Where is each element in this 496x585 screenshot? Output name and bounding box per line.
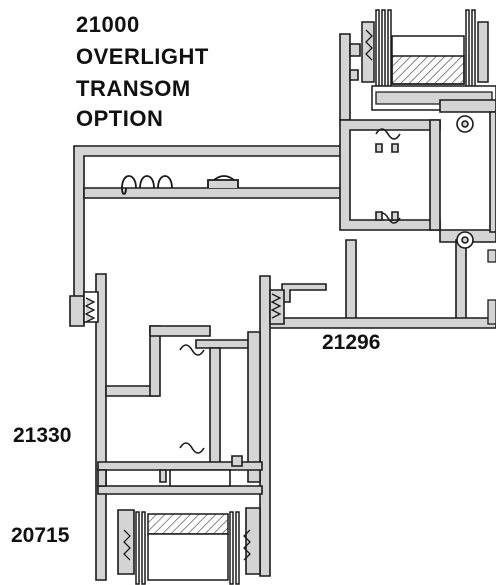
sash-thermal-clips (159, 344, 243, 483)
left-jamb-profile-21330 (69, 273, 285, 581)
overlight-glass-unit (361, 9, 496, 111)
title-line-1: 21000 (76, 12, 140, 37)
gasket-loops (121, 175, 239, 195)
side-gaskets (84, 249, 496, 325)
part-label-sash: 20715 (11, 524, 70, 547)
title-line-4: OPTION (76, 106, 164, 131)
title-line-2: OVERLIGHT (76, 44, 209, 69)
title-line-3: TRANSOM (76, 76, 191, 101)
part-label-frame: 21330 (13, 424, 72, 447)
part-label-transom: 21296 (322, 331, 381, 354)
thermal-break-strips (375, 115, 474, 249)
lower-glass-unit (123, 511, 251, 585)
